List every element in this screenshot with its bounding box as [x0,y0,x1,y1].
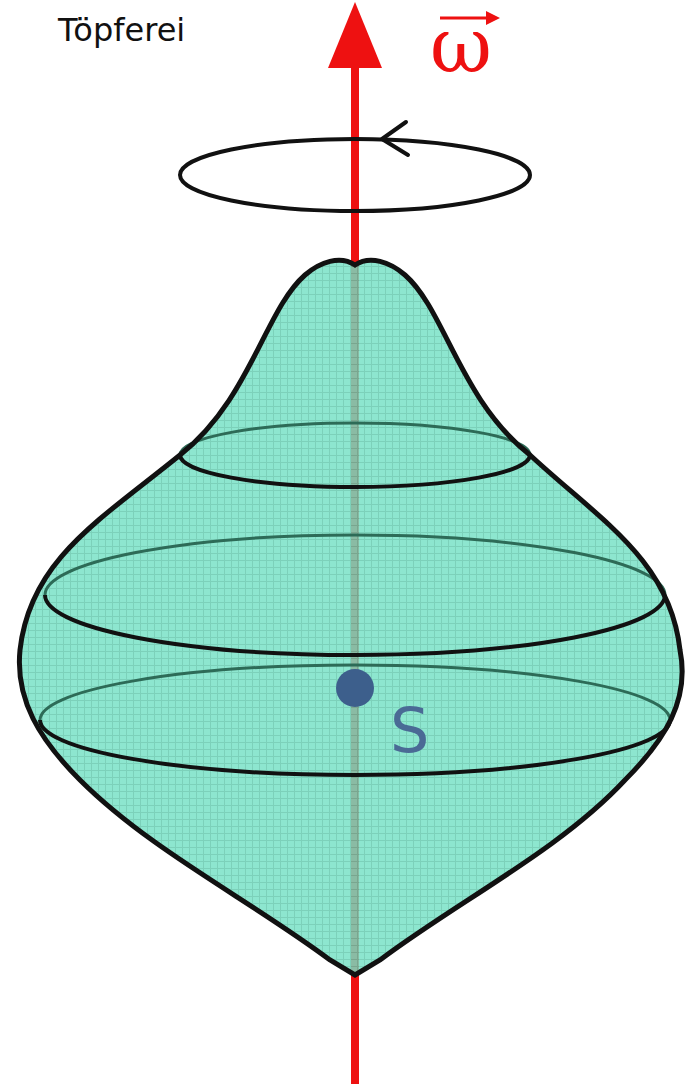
axis-arrowhead [328,2,382,68]
body-outline [19,260,682,975]
rotation-body [19,260,682,975]
body-rings [40,423,670,775]
center-of-mass-label: S [390,700,429,762]
caption-text: Töpferei [58,14,185,46]
center-of-mass [336,669,374,707]
omega-symbol: ω [430,8,492,84]
rotation-arrowhead [382,122,408,155]
rotation-arrow [180,139,530,211]
